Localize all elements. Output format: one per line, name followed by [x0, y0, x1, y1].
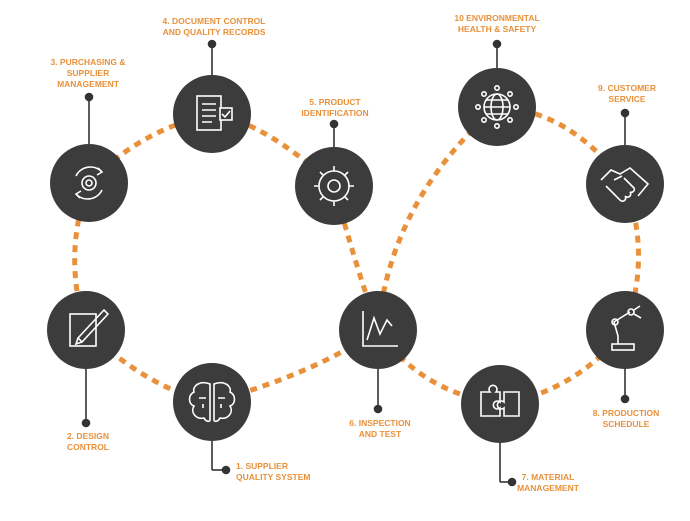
pencil-icon — [69, 308, 110, 347]
label-node-1-line-2: QUALITY SYSTEM — [236, 472, 311, 482]
label-node-10: 10 ENVIRONMENTAL HEALTH & SAFETY — [454, 13, 539, 35]
node-9-customer-service — [586, 145, 664, 223]
label-node-3-line-3: MANAGEMENT — [57, 79, 119, 89]
label-node-4: 4. DOCUMENT CONTROL AND QUALITY RECORDS — [163, 16, 266, 38]
label-node-2: 2. DESIGN CONTROL — [67, 431, 109, 453]
label-node-8-line-1: 8. PRODUCTION — [592, 408, 660, 418]
label-node-8-line-2: SCHEDULE — [602, 419, 650, 429]
gear-icon — [314, 166, 354, 206]
label-node-6-line-1: 6. INSPECTION — [349, 418, 411, 428]
label-node-4-line-1: 4. DOCUMENT CONTROL — [162, 16, 266, 26]
brain-icon — [188, 381, 236, 423]
label-node-9-line-1: 9. CUSTOMER — [598, 83, 656, 93]
chart-icon — [362, 311, 398, 347]
node-4-document-control — [173, 75, 251, 153]
node-10-environmental — [458, 68, 536, 146]
document-icon — [196, 95, 233, 131]
label-node-8: 8. PRODUCTION SCHEDULE — [593, 408, 660, 430]
node-8-production-schedule — [586, 291, 664, 369]
label-node-6-line-2: AND TEST — [358, 429, 402, 439]
node-1-supplier-quality — [173, 363, 251, 441]
node-6-inspection — [339, 291, 417, 369]
globe-network-icon — [474, 85, 519, 130]
connector-stems — [81, 39, 630, 487]
label-node-3-line-2: SUPPLIER — [66, 68, 110, 78]
label-node-10-line-1: 10 ENVIRONMENTAL — [454, 13, 540, 23]
label-node-4-line-2: AND QUALITY RECORDS — [162, 27, 266, 37]
label-node-9-line-2: SERVICE — [608, 94, 646, 104]
puzzle-icon — [480, 384, 520, 417]
label-node-1-line-1: 1. SUPPLIER — [236, 461, 288, 471]
label-node-6: 6. INSPECTION AND TEST — [349, 418, 410, 440]
label-node-3-line-1: 3. PURCHASING & — [50, 57, 126, 67]
node-2-design-control — [47, 291, 125, 369]
label-node-7: 7. MATERIAL MANAGEMENT — [517, 472, 579, 494]
label-node-5-line-1: 5. PRODUCT — [309, 97, 361, 107]
robot-arm-icon — [611, 305, 642, 351]
node-3-purchasing — [50, 144, 128, 222]
cycle-icon — [74, 166, 104, 200]
label-node-7-line-2: MANAGEMENT — [517, 483, 579, 493]
node-7-material-management — [461, 365, 539, 443]
label-node-2-line-2: CONTROL — [66, 442, 110, 452]
label-node-2-line-1: 2. DESIGN — [66, 431, 110, 441]
right-dashed-ring — [375, 104, 641, 407]
handshake-icon — [600, 167, 650, 202]
label-node-5-line-2: IDENTIFICATION — [301, 108, 369, 118]
label-node-5: 5. PRODUCT IDENTIFICATION — [301, 97, 368, 119]
label-node-7-line-1: 7. MATERIAL — [521, 472, 575, 482]
label-node-3: 3. PURCHASING & SUPPLIER MANAGEMENT — [50, 57, 125, 90]
label-node-10-line-2: HEALTH & SAFETY — [457, 24, 537, 34]
node-5-product-identification — [295, 147, 373, 225]
label-node-9: 9. CUSTOMER SERVICE — [598, 83, 656, 105]
label-node-1: 1. SUPPLIER QUALITY SYSTEM — [236, 461, 310, 483]
